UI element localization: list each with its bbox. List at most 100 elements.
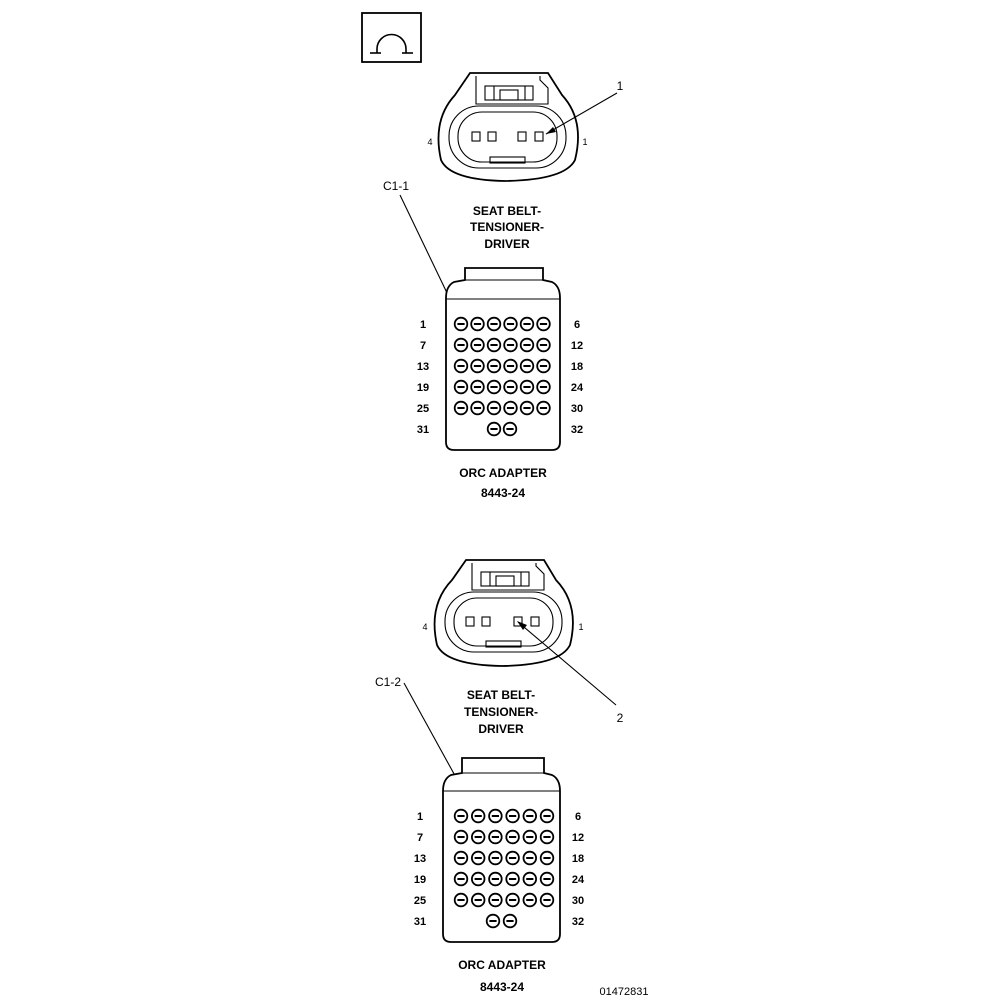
adapter-row-start-pin: 13 [414,853,426,865]
arrow-icon [517,621,527,630]
adapter-pin-cavity [539,892,555,908]
adapter-pin-cavity [503,379,518,395]
adapter-pin-cavity [503,358,518,374]
adapter-callout-label: C1-1 [383,179,409,193]
adapter-pin-cavity [486,316,502,332]
connector-pin-left-label: 4 [427,137,432,147]
callout-number: 2 [617,711,624,725]
adapter-pin-cavity [471,850,486,866]
adapter-row-end-pin: 32 [571,424,583,436]
adapter-row-start-pin: 7 [417,832,423,844]
adapter-pin-cavity [536,316,551,332]
adapter-pin-cavity [539,850,555,866]
adapter-row-start-pin: 31 [417,424,429,436]
callout-leader [545,92,618,135]
adapter-pin-cavity [486,379,502,395]
adapter-part-number: 8443-24 [480,980,524,994]
adapter-row-start-pin: 7 [420,340,426,352]
adapter-row-start-pin: 13 [417,361,429,373]
adapter-pin-cavity [503,337,518,353]
adapter-row-end-pin: 30 [572,895,584,907]
adapter-row-end-pin: 12 [571,340,583,352]
connector-pin-right-label: 1 [582,137,587,147]
adapter-row-start-pin: 1 [417,811,423,823]
adapter-pin-cavity [453,829,469,845]
adapter-pin-cavity [522,871,538,887]
adapter-pin-cavity [470,358,485,374]
ohm-icon [361,12,422,63]
adapter-row-end-pin: 18 [571,361,583,373]
adapter-row-end-pin: 18 [572,853,584,865]
arrow-icon [546,127,556,134]
adapter-pin-cavity [453,358,469,374]
orc-adapter-bottom [442,757,561,943]
adapter-pin-cavity [522,808,538,824]
seat-belt-connector-top [437,72,579,182]
adapter-row-end-pin: 30 [571,403,583,415]
adapter-pin-cavity [453,871,469,887]
adapter-pin-cavity [453,337,469,353]
adapter-pin-cavity [470,379,485,395]
adapter-pin-cavity [486,421,502,437]
adapter-pin-cavity [470,316,485,332]
connector-name-line: TENSIONER- [464,705,538,719]
adapter-pin-cavity [486,400,502,416]
adapter-pin-cavity [453,316,469,332]
adapter-pin-cavity [539,808,555,824]
seat-belt-connector-bottom [433,559,574,667]
adapter-pin-cavity [488,892,503,908]
adapter-pin-cavity [505,892,520,908]
adapter-pin-cavity [519,379,535,395]
adapter-pin-cavity [486,337,502,353]
adapter-pin-cavity [522,850,538,866]
adapter-pin-cavity [519,358,535,374]
adapter-pin-cavity [503,316,518,332]
adapter-name: ORC ADAPTER [458,958,546,972]
adapter-pin-cavity [470,400,485,416]
connector-pin-right-label: 1 [578,622,583,632]
adapter-pin-cavity [488,850,503,866]
adapter-pin-cavity [453,400,469,416]
adapter-pin-cavity [470,337,485,353]
connector-name-line: DRIVER [484,237,530,251]
connector-pin-left-label: 4 [422,622,427,632]
adapter-pin-cavity [503,400,518,416]
adapter-row-end-pin: 6 [575,811,581,823]
adapter-pin-cavity [539,829,555,845]
callout-leader [517,621,617,706]
adapter-row-start-pin: 25 [414,895,426,907]
adapter-row-end-pin: 32 [572,916,584,928]
adapter-pin-cavity [505,829,520,845]
adapter-row-start-pin: 19 [414,874,426,886]
callout-number: 1 [617,79,624,93]
adapter-pin-cavity [453,892,469,908]
adapter-pin-cavity [502,913,518,929]
adapter-pin-cavity [536,400,551,416]
adapter-pin-cavity [471,892,486,908]
figure-id: 01472831 [600,986,649,998]
adapter-pin-cavity [536,379,551,395]
adapter-row-end-pin: 24 [571,382,584,394]
adapter-part-number: 8443-24 [481,486,525,500]
adapter-pin-cavity [536,358,551,374]
adapter-row-end-pin: 12 [572,832,584,844]
adapter-pin-cavity [488,829,503,845]
adapter-name: ORC ADAPTER [459,466,547,480]
adapter-pin-cavity [488,808,503,824]
adapter-pin-cavity [505,808,520,824]
connector-name-line: DRIVER [478,722,524,736]
connector-name-line: SEAT BELT- [467,688,535,702]
adapter-row-end-pin: 6 [574,319,580,331]
adapter-pin-cavity [453,808,469,824]
adapter-pin-cavity [536,337,551,353]
adapter-pin-cavity [471,808,486,824]
connector-name-line: TENSIONER- [470,220,544,234]
connector-name-line: SEAT BELT- [473,204,541,218]
adapter-row-end-pin: 24 [572,874,585,886]
adapter-pin-cavity [519,400,535,416]
adapter-callout-label: C1-2 [375,675,401,689]
adapter-pin-cavity [471,871,486,887]
adapter-pin-cavity [505,850,520,866]
adapter-pin-cavity [505,871,520,887]
